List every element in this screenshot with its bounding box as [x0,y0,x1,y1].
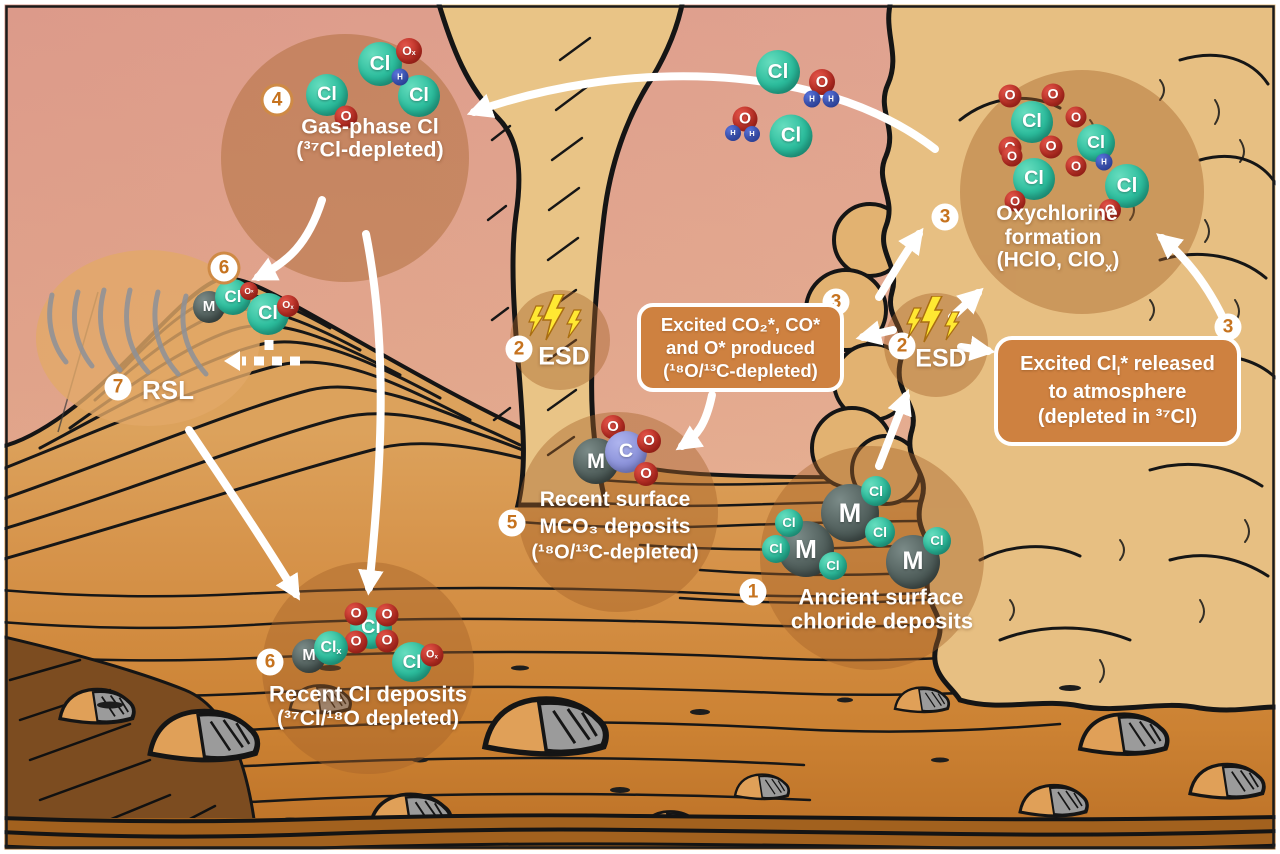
esd-left-label: ESD [538,342,590,371]
ancient-label-line2: chloride deposits [790,608,974,634]
atom-cl: Cl [1087,132,1105,153]
rsl-streaks [47,287,209,377]
atom-o: O [738,110,752,128]
atom-cl: Cl [826,558,840,574]
callout-excited-cl-line3: (depleted in ³⁷Cl) [1037,405,1198,428]
callout-excited-cl-line2: to atmosphere [1048,380,1187,403]
atom-cl: Cl [1022,110,1042,133]
step-badge-5: 5 [498,509,526,537]
atom-m: M [838,497,862,529]
atom-cl: Cl [258,302,278,325]
callout-excited-co2: Excited CO₂*, CO* and O* produced (¹⁸O/¹… [637,303,844,392]
atom-cl: Cl [224,286,242,306]
mco3-label-line3: (¹⁸O/¹³C-depleted) [531,541,699,564]
atom-cl: Cl [868,482,884,499]
atom-o: O [643,432,655,449]
recent-cl-label-line2: (³⁷Cl/¹⁸O depleted) [277,706,459,730]
atom-cl: Cl [767,59,789,83]
atom-c: C [618,440,634,463]
site-highlights [36,34,1204,774]
atom-h: H [828,94,834,103]
atom-o: O [815,72,829,91]
step-badge-2-right: 2 [888,332,916,360]
atom-h: H [730,128,736,138]
atom-o: O [350,605,362,622]
atom-cl: Cl [361,616,381,639]
lightning-icon-right [906,296,961,343]
atom-h: H [809,94,815,103]
atom-o: O [1104,202,1116,218]
atom-h: H [397,72,403,81]
atom-cl: Cl [780,124,802,147]
callout-excited-cl-line1: Excited ClI* released [1020,353,1215,379]
step-badge-6-deposits: 6 [256,648,284,676]
callout-excited-cl: Excited ClI* released to atmosphere (dep… [994,336,1241,446]
atom-o: O [1070,158,1082,174]
mco3-label-line1: Recent surface [539,487,691,511]
atom-h: H [1101,157,1107,166]
ancient-label-line1: Ancient surface [798,584,964,610]
mco3-label-line2: MCO₃ deposits [539,514,691,538]
atom-o: O [1006,148,1018,164]
oxychlorine-label-line1: Oxychlorine [996,201,1118,225]
recent-cl-label-line1: Recent Cl deposits [268,681,468,707]
atom-o: O [1047,86,1059,103]
flow-arrows [185,72,1228,601]
foreground-rocks [0,634,1280,854]
step-badge-1: 1 [739,578,767,606]
gas-phase-label-line2: (³⁷Cl-depleted) [296,137,444,162]
step-badge-2-left: 2 [505,335,533,363]
atom-cl: Cl [402,650,422,672]
oxychlorine-label-line2: formation [1004,225,1102,249]
atom-o: O [1004,87,1016,104]
lightning-icon-left [528,294,583,341]
atom-cl: Cl [1024,167,1044,190]
atom-o: O [1070,109,1082,125]
atom-m: M [202,298,216,316]
atom-o: O [1009,193,1021,209]
callout-excited-co2-line1: Excited CO₂*, CO* [660,313,821,335]
dust-devil-funnel [435,0,686,508]
step-badge-3-cloud: 3 [931,203,959,231]
atom-cl: Cl [409,84,429,107]
gas-phase-label-line1: Gas-phase Cl [301,114,439,139]
callout-excited-co2-line3: (¹⁸O/¹³C-depleted) [663,360,818,382]
oxychlorine-label-line3: (HClO, ClOx) [996,248,1120,275]
atom-o: O [607,418,619,435]
atom-m: M [795,533,817,564]
atom-o: O [340,108,352,125]
esd-right-label: ESD [915,344,967,373]
atom-o: O [381,606,393,623]
step-badge-7: 7 [104,373,132,401]
atom-o: O [1045,138,1057,155]
atom-m: M [586,448,605,474]
atom-m: M [902,547,924,576]
step-badge-4: 4 [263,86,291,114]
atom-m: M [302,647,316,664]
atom-cl: Cl [930,533,944,549]
atom-cl: Cl [769,541,783,557]
rsl-label: RSL [142,375,194,406]
atom-cl: Cl [1116,173,1138,197]
atom-o: O [381,632,393,649]
atom-h: H [749,129,755,139]
atom-cl: Cl [369,51,391,75]
atom-o: O [640,465,652,482]
step-badge-6-hill: 6 [210,254,238,282]
atom-cl: Cl [317,83,337,106]
callout-excited-co2-line2: and O* produced [665,336,816,358]
atom-cl: Cl [872,523,888,540]
atom-cl: Cl [782,515,796,531]
atom-o: O [350,633,362,650]
